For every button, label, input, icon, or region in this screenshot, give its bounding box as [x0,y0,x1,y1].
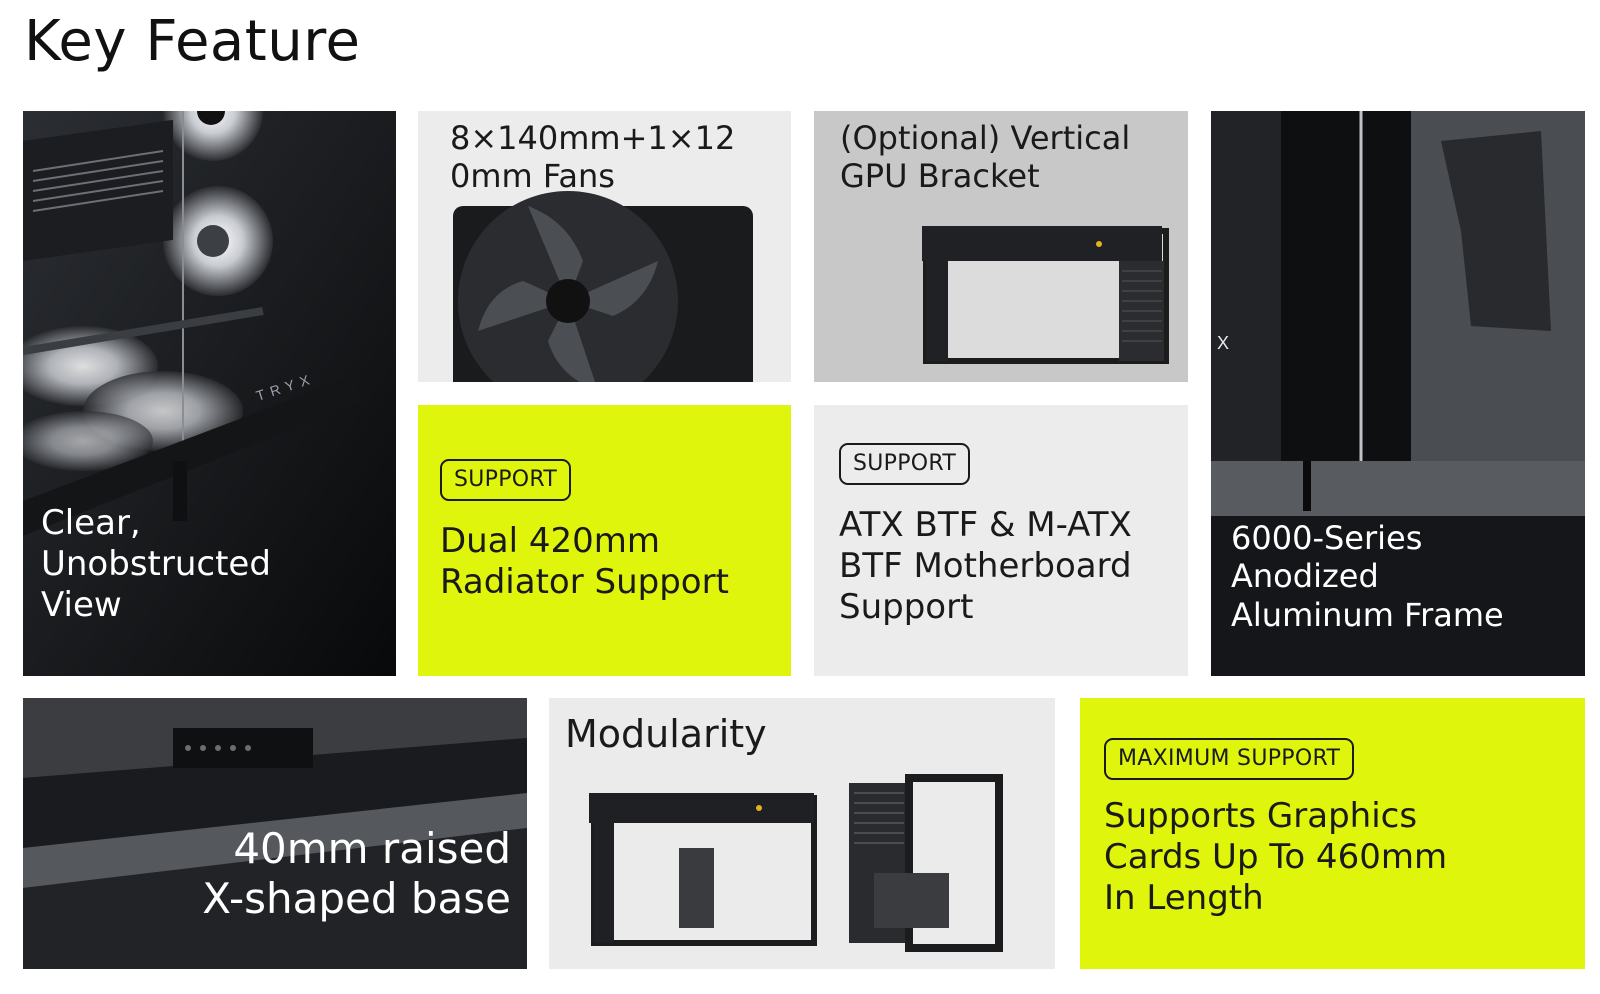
caption-line: Support [839,586,974,627]
caption-line: (Optional) Vertical [840,119,1131,157]
caption-line: ATX BTF & M-ATX [839,505,1132,545]
caption-line: GPU Bracket [840,157,1040,196]
caption-line: Anodized [1231,557,1379,596]
page-title: Key Feature [24,9,361,74]
feature-tile-modularity: Modularity [549,698,1055,969]
maximum-support-badge: MAXIMUM SUPPORT [1104,738,1355,780]
caption-line: Supports Graphics [1104,796,1418,836]
caption-line: 6000-Series [1231,519,1423,557]
caption-line: Unobstructed [41,543,271,584]
atx-caption: ATX BTF & M-ATX BTF Motherboard Support [839,505,1132,627]
caption-line: Aluminum Frame [1231,595,1504,634]
brand-x-mark: X [1217,333,1229,353]
support-badge: SUPPORT [440,459,572,501]
feature-tile-gpu-length: MAXIMUM SUPPORT Supports Graphics Cards … [1080,698,1585,969]
caption-line: 8×140mm+1×12 [450,119,736,157]
feature-tile-vertical-gpu: (Optional) Vertical GPU Bracket [814,111,1188,382]
caption-line: X-shaped base [202,874,511,924]
caption-line: Clear, [41,503,141,543]
vertical-gpu-caption: (Optional) Vertical GPU Bracket [840,119,1130,196]
modular-brackets-image [589,774,1003,952]
radiator-caption: Dual 420mm Radiator Support [440,521,729,603]
fan-image [453,191,753,382]
feature-tile-clear-view: TRYX Clear, Unobstructed View [23,111,396,676]
caption-line: Radiator Support [440,561,729,602]
gpu-length-caption: Supports Graphics Cards Up To 460mm In L… [1104,796,1447,918]
fans-caption: 8×140mm+1×12 0mm Fans [450,119,735,196]
caption-line: 0mm Fans [450,157,615,196]
raised-base-caption: 40mm raised X-shaped base [202,824,511,925]
caption-line: View [41,584,122,625]
aluminum-frame-image: X [1211,111,1585,676]
feature-tile-atx-btf: SUPPORT ATX BTF & M-ATX BTF Motherboard … [814,405,1188,676]
support-badge: SUPPORT [839,443,971,485]
case-base-image [23,698,527,969]
feature-tile-aluminum-frame: X 6000-Series Anodized Aluminum Frame [1211,111,1585,676]
feature-tile-radiator: SUPPORT Dual 420mm Radiator Support [418,405,791,676]
feature-tile-raised-base: 40mm raised X-shaped base [23,698,527,969]
caption-line: Dual 420mm [440,521,660,561]
caption-line: In Length [1104,877,1264,918]
caption-line: BTF Motherboard [839,545,1132,586]
modularity-caption: Modularity [565,712,767,758]
caption-line: Cards Up To 460mm [1104,836,1448,877]
case-interior-image: TRYX [23,111,396,676]
feature-tile-fans: 8×140mm+1×12 0mm Fans [418,111,791,382]
caption-line: 40mm raised [233,824,511,873]
clear-view-caption: Clear, Unobstructed View [41,503,271,625]
gpu-bracket-image [922,226,1169,364]
caption-line: Modularity [565,712,767,756]
aluminum-frame-caption: 6000-Series Anodized Aluminum Frame [1231,519,1504,634]
